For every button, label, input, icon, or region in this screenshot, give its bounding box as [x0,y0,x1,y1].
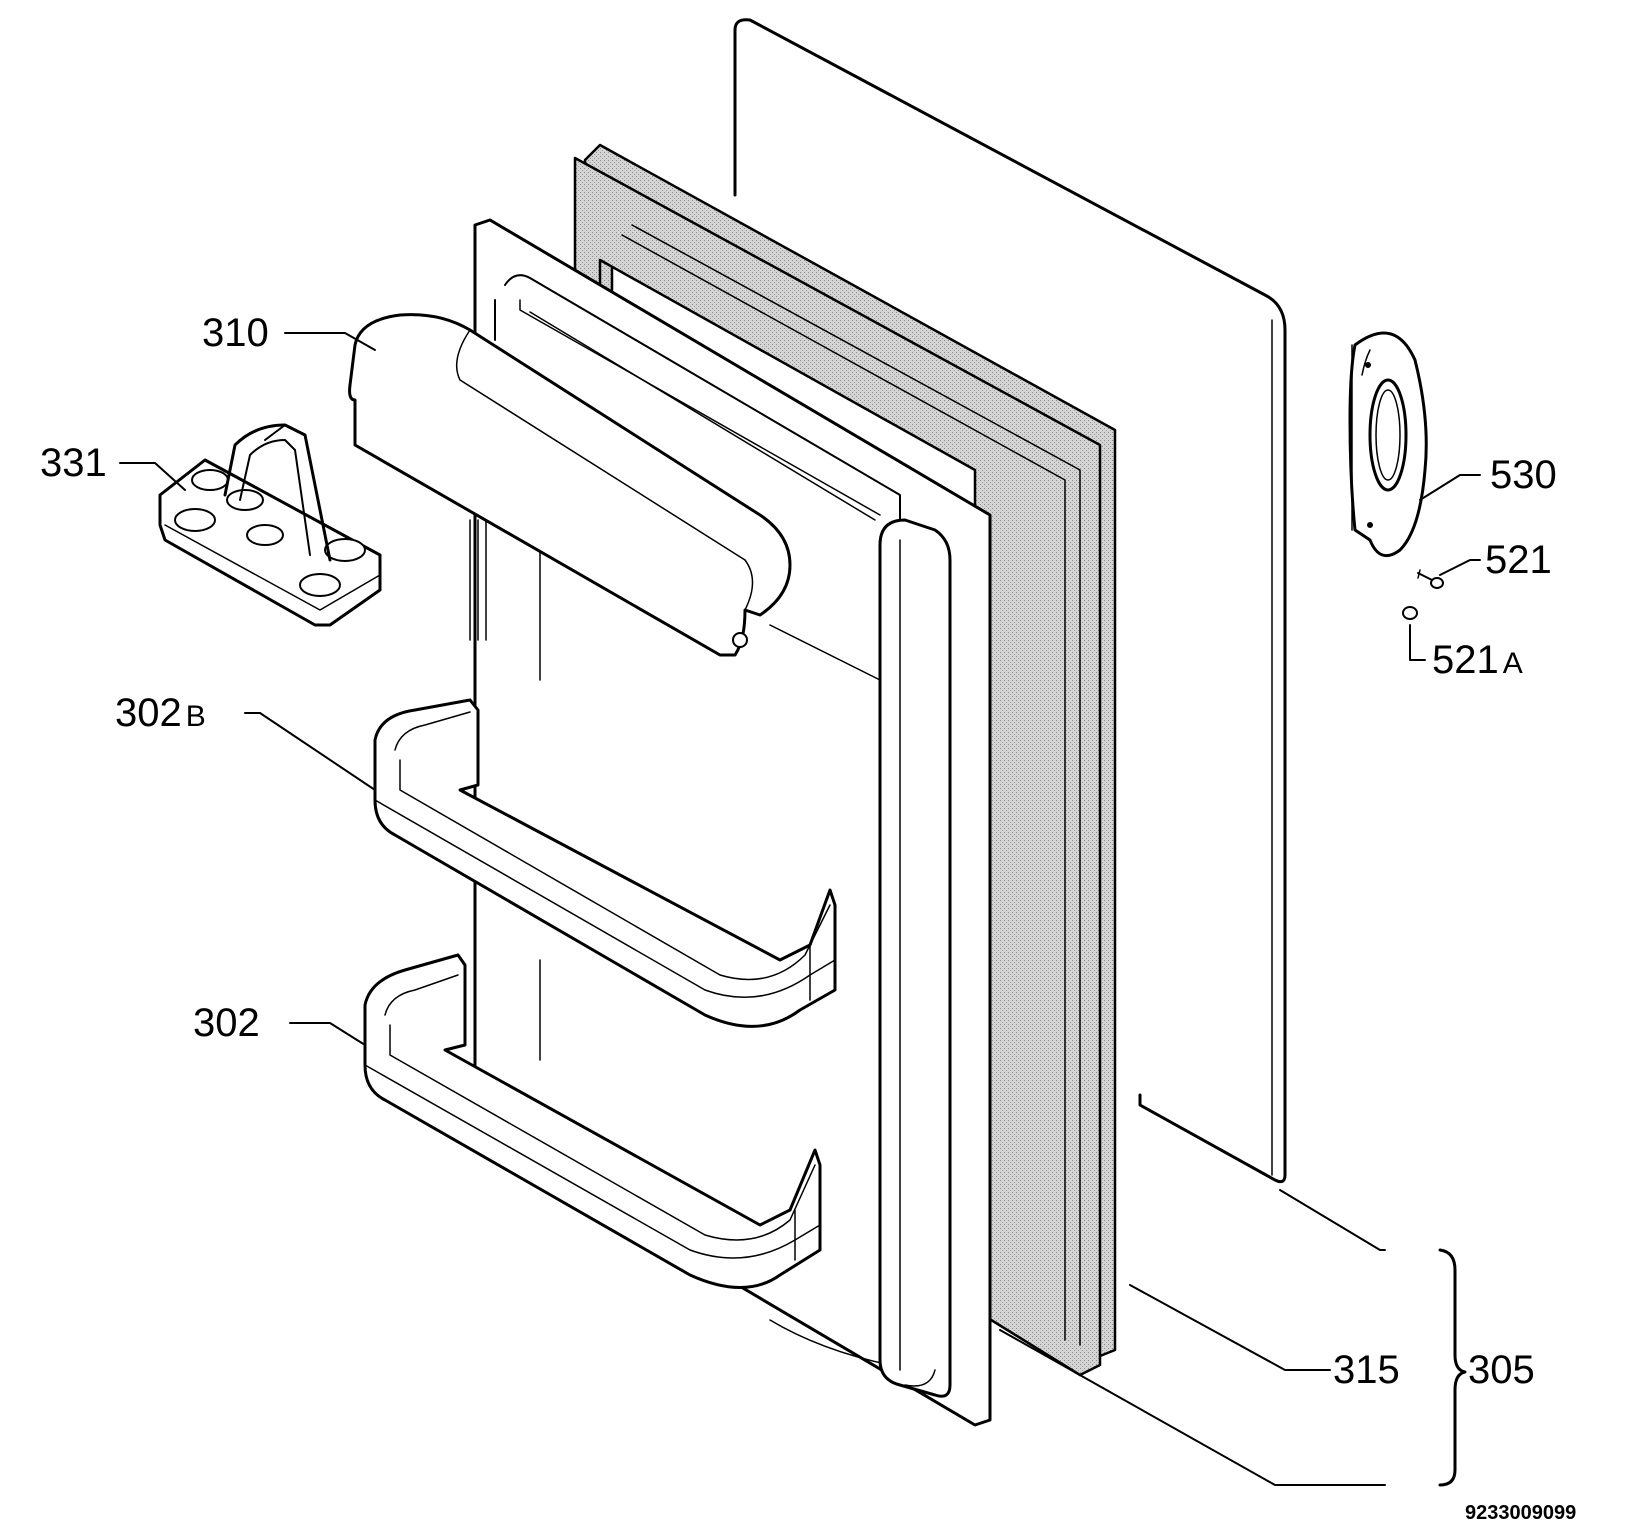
egg-holder [160,425,380,625]
callout-521-number: 521 [1485,538,1552,582]
callout-521a-number: 521 [1432,638,1499,682]
callout-305: 305 [1468,1350,1535,1390]
callout-315: 315 [1333,1350,1400,1390]
callout-331: 331 [40,443,107,483]
callout-530-number: 530 [1490,453,1557,497]
dairy-compartment-flap [350,315,790,655]
callout-302: 302 [193,1003,260,1043]
callout-310: 310 [202,313,269,353]
door-shelf-302 [365,955,820,1288]
callout-521a-suffix: A [1502,647,1523,680]
callout-315-number: 315 [1333,1348,1400,1392]
callout-530: 530 [1490,455,1557,495]
leader-lines [120,333,1480,1485]
door-shelf-302b [375,700,835,1026]
callout-331-number: 331 [40,441,107,485]
washer [1403,607,1417,619]
screw [1418,570,1443,588]
callout-302-number: 302 [193,1001,260,1045]
document-number: 9233009099 [1465,1502,1577,1524]
hinge-cover [1350,333,1426,556]
callout-310-number: 310 [202,311,269,355]
callout-302b-suffix: B [185,700,206,733]
callout-302b-number: 302 [115,691,182,735]
callout-305-number: 305 [1468,1348,1535,1392]
callout-521: 521 [1485,540,1552,580]
